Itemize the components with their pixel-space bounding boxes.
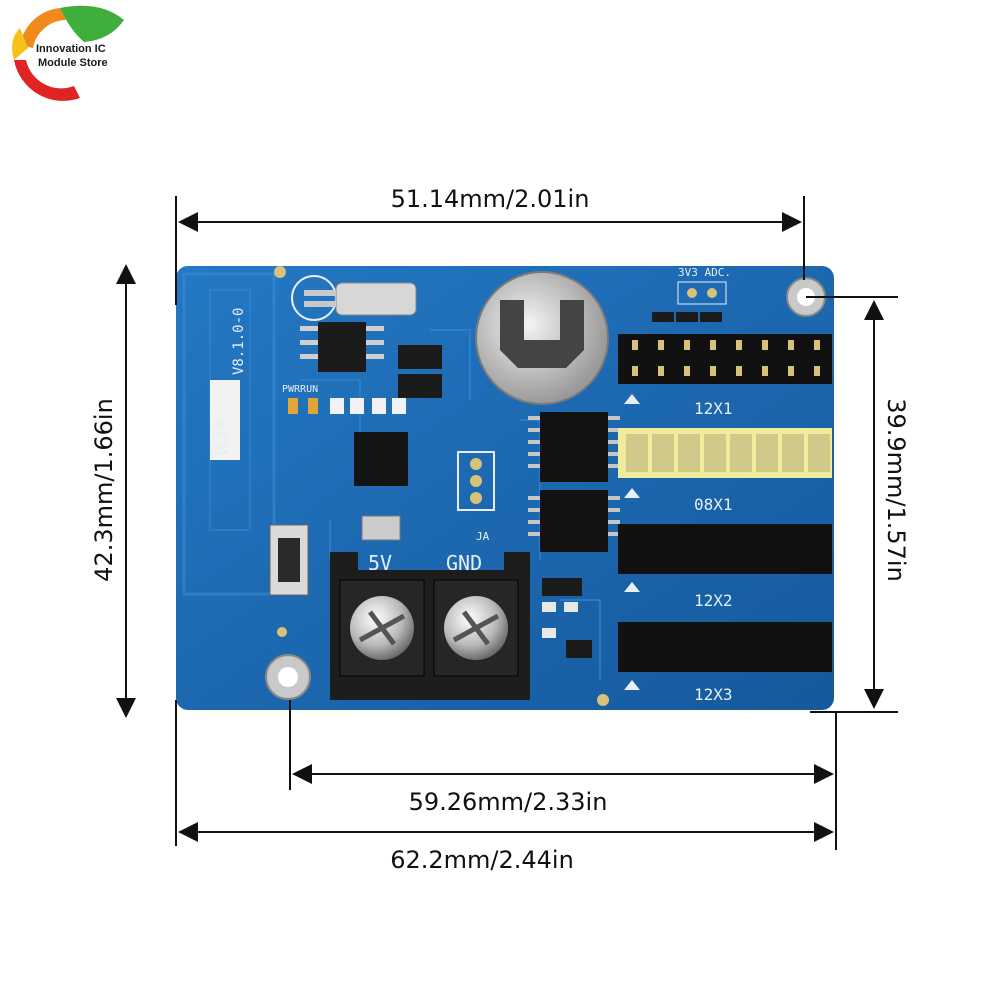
dim-right-height: 39.9mm/1.57in: [882, 398, 910, 582]
version-text: V8.1.0-0: [231, 308, 247, 375]
header-12x2-label: 12X2: [694, 591, 733, 610]
ja-label: JA: [476, 530, 490, 543]
dim-left-height: 42.3mm/1.66in: [90, 398, 118, 582]
model-label: W3A V8.1.0-0: [209, 308, 247, 460]
header-12x3: 12X3: [618, 622, 832, 704]
mounting-hole-bottom-left: [265, 654, 311, 700]
model-text: W3A: [209, 419, 233, 455]
header-12x3-label: 12X3: [694, 685, 733, 704]
driver-chip-2: [540, 490, 608, 552]
ic-regulator: [318, 322, 366, 372]
logo-line-2: Module Store: [38, 57, 108, 69]
driver-chip-1: [540, 412, 608, 482]
header-12x1: 12X1: [618, 334, 832, 418]
dim-hole-spacing: 59.26mm/2.33in: [409, 788, 608, 816]
logo-line-1: Innovation IC: [36, 43, 106, 55]
header-12x2: 12X2: [618, 524, 832, 610]
dim-full-width: 62.2mm/2.44in: [390, 846, 574, 874]
dim-top-width: 51.14mm/2.01in: [391, 185, 590, 213]
coin-battery-holder: [475, 271, 609, 405]
crystal-oscillator: [291, 275, 417, 321]
header-08x1: 08X1: [618, 428, 832, 514]
header-12x1-label: 12X1: [694, 399, 733, 418]
pcb-board: W3A V8.1.0-0 PWRRUN: [176, 266, 834, 710]
header-08x1-label: 08X1: [694, 495, 733, 514]
push-button: [269, 524, 309, 596]
pwr-run-label: PWRRUN: [282, 384, 318, 395]
mcu-chip: [354, 432, 408, 486]
dimension-annotations: [116, 196, 898, 850]
store-logo: Innovation IC Module Store: [12, 5, 124, 101]
power-terminal-block: 5V GND: [330, 551, 530, 700]
adc-label: 3V3 ADC.: [678, 266, 731, 279]
